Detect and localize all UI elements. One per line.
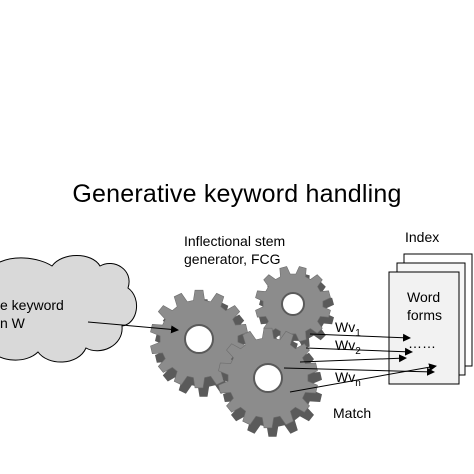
word-variant-2: Wv2 bbox=[335, 336, 361, 357]
gear-icon-bottom-hole bbox=[253, 363, 283, 393]
index-card-front bbox=[388, 271, 460, 385]
word-variant-n-base: Wv bbox=[335, 369, 356, 385]
cloud-text-line1: e keyword bbox=[0, 297, 64, 313]
gear-icon-left-hole bbox=[184, 324, 214, 354]
index-card-ellipsis: …… bbox=[408, 335, 436, 351]
gear-icon-top-right-hole bbox=[281, 292, 305, 316]
index-label: Index bbox=[405, 229, 440, 245]
word-variant-1: Wv1 bbox=[335, 318, 361, 339]
arrows bbox=[87, 321, 437, 393]
wv2-arrow bbox=[305, 347, 413, 356]
keyword-to-generator-arrow bbox=[87, 321, 179, 334]
keyword-cloud bbox=[0, 255, 137, 363]
index-card-text-line2: forms bbox=[407, 307, 442, 323]
match-label: Match bbox=[333, 405, 372, 421]
diagram-title: Generative keyword handling bbox=[72, 180, 402, 208]
word-variant-1-base: Wv bbox=[335, 319, 356, 335]
word-variant-1-sub: 1 bbox=[355, 328, 361, 339]
gear-icon-bottom bbox=[218, 327, 322, 437]
cloud-text-line2: n W bbox=[0, 315, 25, 331]
word-variant-n-sub: n bbox=[355, 378, 361, 389]
stem-generator-label-line1: Inflectional stem bbox=[184, 233, 286, 249]
word-variant-2-base: Wv bbox=[335, 337, 356, 353]
wvn-arrow bbox=[283, 367, 435, 376]
match-arrow-upper bbox=[299, 354, 407, 363]
wv1-arrow bbox=[309, 333, 411, 342]
match-arrow-lower bbox=[289, 363, 437, 393]
gear-group bbox=[150, 266, 334, 437]
word-variant-2-sub: 2 bbox=[355, 346, 361, 357]
word-variant-n: Wvn bbox=[335, 368, 361, 389]
index-card-text-line1: Word bbox=[407, 289, 441, 305]
gear-icon-top-right bbox=[255, 266, 334, 349]
stem-generator-label-line2: generator, FCG bbox=[184, 251, 281, 267]
